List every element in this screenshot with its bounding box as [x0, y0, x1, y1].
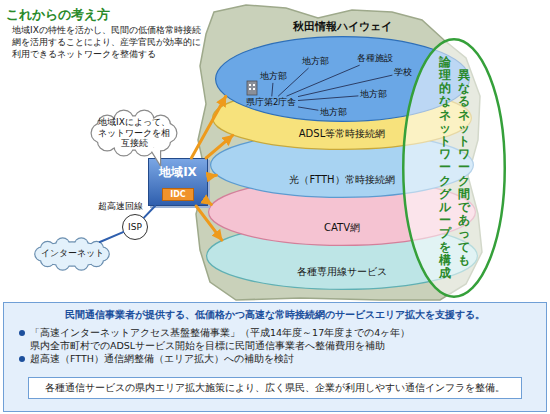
connector-line	[191, 96, 225, 158]
node-label: 地方部	[302, 57, 329, 66]
site-label: 地方部	[318, 106, 349, 119]
node-label: インターネット	[41, 249, 104, 259]
connector-line	[196, 206, 222, 240]
callout-cloud: 地域IXによって、ネットワークを相互接続	[88, 110, 180, 156]
text-line: 民間通信事業者が提供する、低価格かつ高速な常時接続網のサービスエリア拡大を支援す…	[14, 308, 536, 321]
node-label: 地方部	[260, 72, 287, 81]
cloud-part	[37, 242, 108, 265]
description-note: 地域IXの特性を活かし、民間の低価格常時接続網を活用することにより、産学官民が効…	[12, 24, 208, 60]
site-label: 地方部	[258, 70, 289, 83]
connector-line	[208, 202, 211, 204]
office-building-icon	[247, 81, 257, 95]
bullet-line: 超高速（FTTH）通信網整備（エリア拡大）への補助を検討	[14, 352, 536, 365]
bullet-dot	[19, 330, 25, 336]
cloud-part	[56, 257, 69, 270]
connector-line	[298, 107, 318, 110]
node-label: 民間通信事業者が提供する、低価格かつ高速な常時接続網のサービスエリア拡大を支援す…	[14, 308, 536, 321]
label-holder: 地域IXの特性を活かし、民間の低価格常時接続網を活用することにより、産学官民が効…	[12, 24, 208, 60]
site-label: 各種施設	[355, 52, 395, 65]
site-label: 学校	[392, 66, 414, 79]
node-label: 各種専用線サービス	[297, 266, 387, 278]
group-ellipse: 異なるネットワーク間であっても論理的なネットワークグループを構成	[402, 38, 506, 298]
ellipse-shape	[402, 38, 506, 298]
cloud-part	[37, 242, 108, 265]
datacenter-box: IDC	[162, 188, 194, 201]
cloud-part	[95, 116, 172, 149]
node-label: 「高速インターネットアクセス基盤整備事業」（平成14年度～17年度までの4ヶ年）	[14, 326, 536, 339]
node-label: 各種施設	[357, 54, 393, 63]
node-label: IDC	[170, 191, 186, 199]
title-holder: これからの考え方	[6, 4, 110, 24]
node-label: 秋田情報ハイウェイ	[293, 20, 392, 34]
node-label: 超高速（FTTH）通信網整備（エリア拡大）への補助を検討	[14, 352, 536, 365]
summary-box: 各種通信サービスの県内エリア拡大施策により、広く県民、企業が利用しやすい通信イン…	[28, 377, 522, 399]
connector-line	[287, 65, 359, 96]
node-label: 地方部	[360, 90, 387, 99]
node-label: 県内全市町村でのADSLサービス開始を目標に民間通信事業者へ整備費用を補助	[14, 339, 536, 352]
ellipse-outline	[403, 39, 505, 297]
node-label: ADSL等常時接続網	[299, 128, 385, 140]
cloud-part	[56, 257, 69, 270]
connector-line	[272, 83, 273, 96]
connector-line	[278, 68, 308, 96]
connector-line	[298, 75, 392, 96]
connector-line	[208, 175, 216, 177]
connector-line	[144, 206, 155, 218]
node-label: 論理的なネットワークグループを構成	[439, 56, 451, 280]
cloud-part	[95, 116, 172, 149]
bullet-dot	[19, 356, 25, 362]
cloud-outline	[35, 238, 108, 269]
node-label: 地域IXによって、ネットワークを相互接続	[96, 117, 172, 149]
connector-line	[100, 232, 123, 242]
node-label: 地域IX	[159, 165, 197, 179]
node-label: 学校	[394, 68, 412, 77]
node-label: 異なるネットワーク間であっても	[458, 69, 470, 267]
cloud-outline	[35, 238, 108, 269]
node-label: ISP	[128, 223, 142, 232]
node-label: 県庁第2庁舎	[246, 98, 296, 107]
edge-label: 超高速回線	[96, 201, 145, 211]
connector-line	[206, 135, 233, 158]
node-label: 光（FTTH）常時接続網	[289, 174, 394, 186]
exchange-box: 地域IX IDC	[148, 158, 208, 206]
connector-line	[298, 96, 358, 101]
edge-label-holder: 超高速回線	[96, 201, 145, 211]
cloud-part	[75, 257, 88, 270]
support-panel: 民間通信事業者が提供する、低価格かつ高速な常時接続網のサービスエリア拡大を支援す…	[3, 302, 547, 412]
bullet-line: 「高速インターネットアクセス基盤整備事業」（平成14年度～17年度までの4ヶ年）	[14, 326, 536, 339]
node-label: 地方部	[320, 108, 347, 117]
site-label: 県庁第2庁舎	[244, 96, 298, 109]
site-label: 地方部	[358, 88, 389, 101]
diagram-title: これからの考え方	[6, 7, 110, 22]
text-line: 県内全市町村でのADSLサービス開始を目標に民間通信事業者へ整備費用を補助	[14, 339, 536, 352]
cloud-outline	[92, 111, 177, 164]
node-label: CATV網	[324, 222, 360, 234]
node-label: 各種通信サービスの県内エリア拡大施策により、広く県民、企業が利用しやすい通信イン…	[45, 383, 505, 393]
site-label: 地方部	[300, 55, 331, 68]
cloud-outline	[92, 111, 177, 164]
cloud-part	[75, 257, 88, 270]
internet-cloud: インターネット	[30, 238, 114, 270]
